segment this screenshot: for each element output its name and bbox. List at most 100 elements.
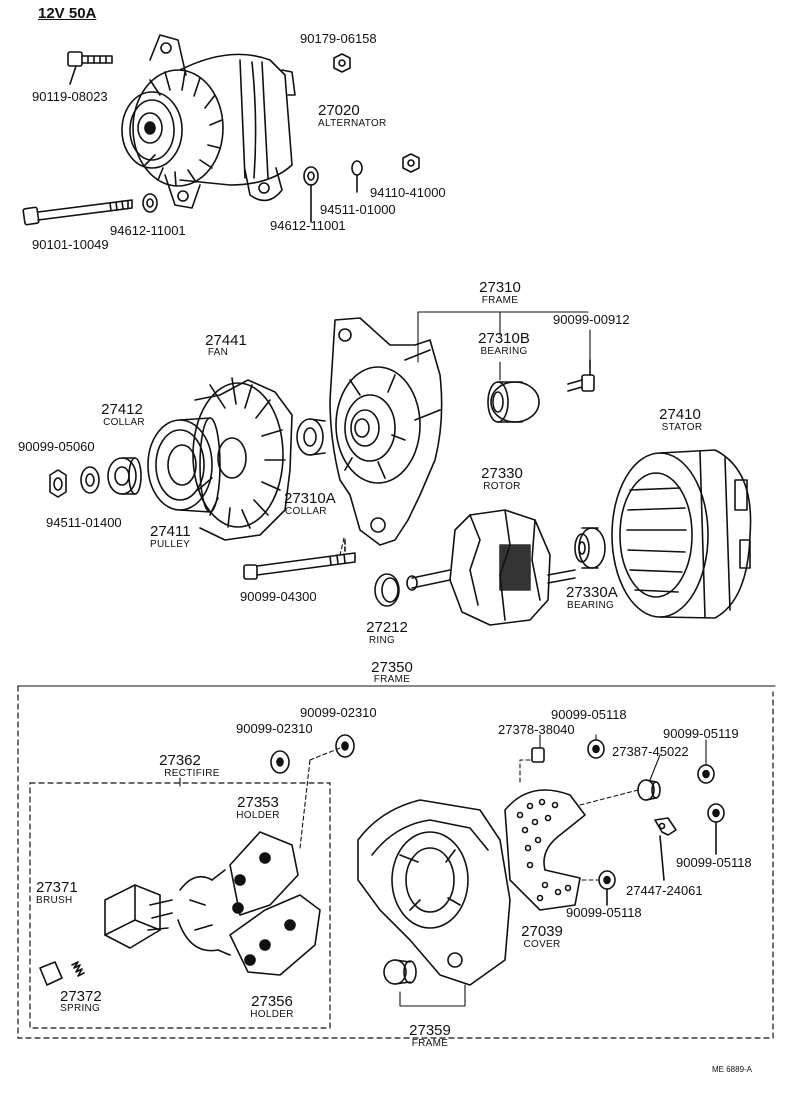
part-number-27353[interactable]: 27353: [237, 794, 279, 811]
bearing-27310b-drawing: [487, 381, 540, 423]
part-number-90099-05119[interactable]: 90099-05119: [663, 726, 739, 741]
part-name-spring: SPRING: [60, 1003, 101, 1014]
terminal-27447-24061-drawing: [654, 817, 677, 881]
part-number-90101-10049[interactable]: 90101-10049: [32, 237, 109, 252]
part-number-27020[interactable]: 27020: [318, 102, 360, 119]
part-number-94511-01400[interactable]: 94511-01400: [46, 515, 122, 530]
drawing-code: ME 6889-A: [712, 1065, 753, 1074]
part-number-94612-11001-left[interactable]: 94612-11001: [110, 223, 186, 238]
stator-27410-drawing: [611, 449, 752, 619]
part-number-90099-02310-left[interactable]: 90099-02310: [236, 721, 313, 736]
spring-27372-drawing: [71, 961, 85, 977]
part-name-pulley: PULLEY: [150, 539, 191, 550]
nut-90099-05118-lower-drawing: [598, 870, 616, 906]
part-number-27378-38040[interactable]: 27378-38040: [498, 722, 575, 737]
part-name-cover: COVER: [523, 939, 561, 950]
pulley-27411-drawing: [147, 417, 221, 513]
part-number-27412[interactable]: 27412: [101, 401, 143, 418]
rotor-27330-drawing: [406, 509, 576, 626]
part-number-90099-00912[interactable]: 90099-00912: [553, 312, 630, 327]
bolt-90101-10049-drawing: [22, 199, 133, 226]
washer-94511-01400-drawing: [80, 466, 100, 494]
part-number-27372[interactable]: 27372: [60, 988, 102, 1005]
alternator-assembly-illustration: [121, 34, 296, 209]
part-number-90099-04300[interactable]: 90099-04300: [240, 589, 317, 604]
part-number-27441[interactable]: 27441: [205, 332, 247, 349]
brush-holder-drawing: [104, 884, 173, 949]
part-number-90179-06158[interactable]: 90179-06158: [300, 31, 377, 46]
bearing-27330a-drawing: [574, 527, 606, 569]
part-number-27362[interactable]: 27362: [159, 752, 201, 769]
part-number-27356[interactable]: 27356: [251, 993, 293, 1010]
nut-90179-06158-drawing: [333, 53, 351, 73]
nut-90099-05060-drawing: [49, 469, 67, 498]
part-number-94511-01000[interactable]: 94511-01000: [320, 202, 396, 217]
fan-27441-drawing: [192, 377, 293, 541]
nut-90099-02310-left-drawing: [270, 750, 290, 774]
collar-in-27359-drawing: [383, 959, 417, 985]
part-number-27330a[interactable]: 27330A: [566, 584, 618, 601]
washer-94511-01000-drawing: [351, 160, 363, 193]
bolt-90099-04300-drawing: [243, 539, 356, 580]
frame-27350-dashed-box: [17, 685, 776, 1039]
part-number-27330[interactable]: 27330: [481, 465, 523, 482]
part-number-90099-05118-top[interactable]: 90099-05118: [551, 707, 627, 722]
part-name-bearing-27330a: BEARING: [567, 600, 615, 611]
part-number-27410[interactable]: 27410: [659, 406, 701, 423]
part-number-94110-41000[interactable]: 94110-41000: [370, 185, 446, 200]
part-name-frame-27359: FRAME: [411, 1038, 449, 1049]
part-name-stator: STATOR: [661, 422, 703, 433]
part-number-94612-11001-right[interactable]: 94612-11001: [270, 218, 346, 233]
bushing-27387-45022-drawing: [637, 779, 661, 801]
part-number-27039[interactable]: 27039: [521, 923, 563, 940]
part-name-alternator: ALTERNATOR: [318, 118, 387, 129]
collar-27412-drawing: [107, 457, 142, 495]
insulator-27378-38040-drawing: [531, 747, 545, 763]
ring-27212-drawing: [374, 573, 400, 607]
part-number-90099-05118-right[interactable]: 90099-05118: [676, 855, 752, 870]
part-number-27310[interactable]: 27310: [479, 279, 521, 296]
part-number-90099-02310-right[interactable]: 90099-02310: [300, 705, 377, 720]
part-number-27212[interactable]: 27212: [366, 619, 408, 636]
part-number-27387-45022[interactable]: 27387-45022: [612, 744, 689, 759]
part-name-ring: RING: [368, 635, 396, 646]
brush-27371-drawing: [39, 961, 63, 986]
part-number-90099-05060[interactable]: 90099-05060: [18, 439, 95, 454]
part-name-holder-27356: HOLDER: [250, 1009, 294, 1020]
part-number-27447-24061[interactable]: 27447-24061: [626, 883, 703, 898]
nut-90099-05119-drawing: [697, 764, 715, 784]
page-title: 12V 50A: [38, 5, 97, 22]
washer-94612-11001-right-drawing: [303, 166, 319, 223]
part-number-27310a[interactable]: 27310A: [284, 490, 336, 507]
rectifier-leads-drawing: [177, 869, 231, 956]
nut-94110-41000-drawing: [402, 153, 420, 173]
frame-27359-drawing: [357, 799, 511, 986]
leader-lines-bottom: [179, 734, 707, 787]
part-number-90099-05118-lower[interactable]: 90099-05118: [566, 905, 642, 920]
part-name-collar-27310a: COLLAR: [285, 506, 327, 517]
part-name-frame-27350: FRAME: [373, 674, 411, 685]
bolt-90119-08023-drawing: [67, 51, 113, 85]
part-name-collar-27412: COLLAR: [103, 417, 145, 428]
frame-27310-drawing: [329, 317, 443, 546]
holder-27353-drawing: [229, 831, 299, 916]
part-name-bearing-27310b: BEARING: [480, 346, 528, 357]
part-name-brush: BRUSH: [36, 895, 73, 906]
screw-90099-00912-drawing: [567, 359, 595, 392]
collar-27310a-drawing: [296, 418, 326, 456]
leader-lines-mid: [339, 311, 591, 556]
part-name-rectifier: RECTIFIRE: [164, 768, 220, 779]
holder-27356-drawing: [229, 894, 321, 976]
part-number-90119-08023[interactable]: 90119-08023: [32, 89, 108, 104]
part-number-27350[interactable]: 27350: [371, 659, 413, 676]
nut-90099-05118-top-drawing: [587, 739, 605, 759]
nut-90099-05118-right-drawing: [707, 803, 725, 855]
part-number-27411[interactable]: 27411: [150, 523, 191, 540]
washer-94612-11001-left-drawing: [142, 193, 158, 213]
part-number-27371[interactable]: 27371: [36, 879, 78, 896]
part-number-27310b[interactable]: 27310B: [478, 330, 530, 347]
part-number-27359[interactable]: 27359: [409, 1022, 451, 1039]
part-name-holder-27353: HOLDER: [236, 810, 280, 821]
